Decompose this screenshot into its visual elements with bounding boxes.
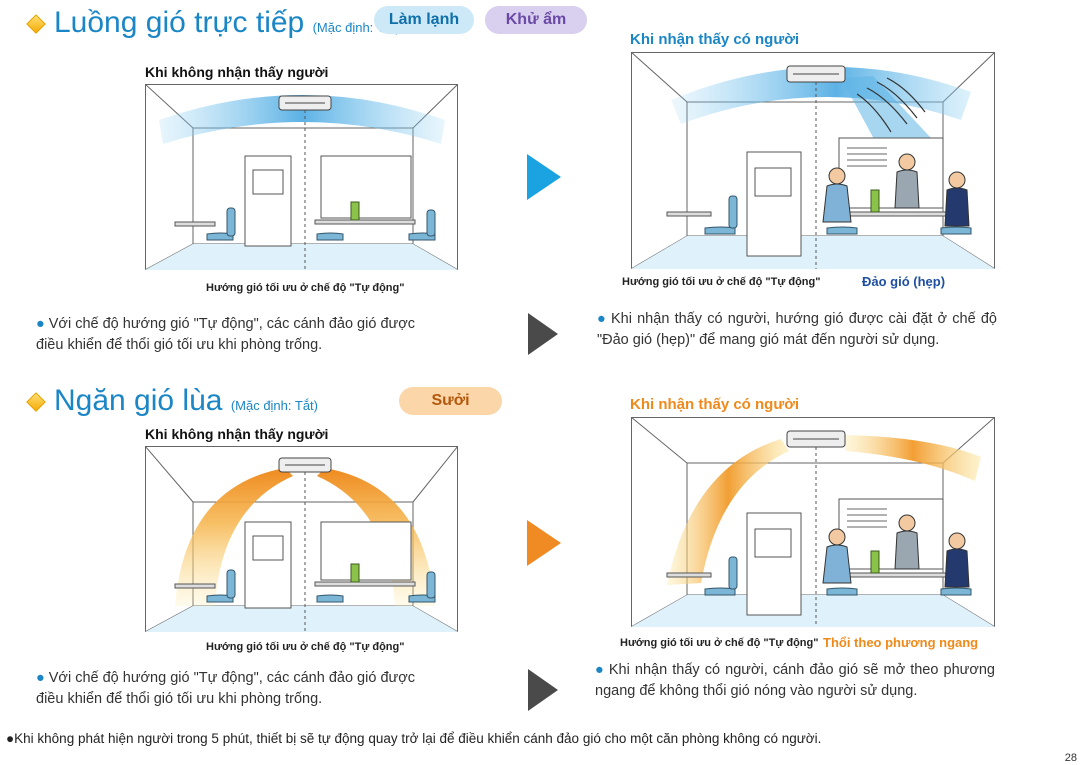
diamond-bullet-icon bbox=[26, 392, 46, 412]
arrow-right-icon bbox=[528, 313, 558, 355]
section2-right-mode-label: Thổi theo phương ngang bbox=[823, 635, 979, 650]
section2-right-desc-text: Khi nhận thấy có người, cánh đảo gió sẽ … bbox=[595, 662, 995, 699]
room-illustration-warm-occupied bbox=[631, 417, 995, 627]
arrow-right-icon bbox=[528, 669, 558, 711]
diamond-bullet-icon bbox=[26, 14, 46, 34]
section2-title: Ngăn gió lùa (Mặc định: Tắt) bbox=[54, 384, 318, 418]
badge-cooling: Làm lạnh bbox=[374, 6, 474, 34]
section2-left-heading: Khi không nhận thấy người bbox=[145, 426, 329, 442]
section1-right-caption: Hướng gió tối ưu ở chế độ "Tự động" bbox=[622, 276, 821, 288]
badge-dehumidify: Khử ẩm bbox=[485, 6, 587, 34]
footer-note: ●Khi không phát hiện người trong 5 phút,… bbox=[6, 731, 821, 746]
section1-title-text: Luồng gió trực tiếp bbox=[54, 6, 305, 39]
section2-left-caption: Hướng gió tối ưu ở chế độ "Tự động" bbox=[206, 641, 405, 653]
section2-right-description: ●Khi nhận thấy có người, cánh đảo gió sẽ… bbox=[595, 660, 995, 702]
room-illustration-warm-empty bbox=[145, 446, 458, 632]
bullet-dot-icon: ● bbox=[36, 670, 45, 686]
section1-left-caption: Hướng gió tối ưu ở chế độ "Tự động" bbox=[206, 282, 405, 294]
section2-subtitle: (Mặc định: Tắt) bbox=[230, 398, 318, 413]
bullet-dot-icon: ● bbox=[6, 731, 15, 746]
section1-right-desc-text: Khi nhận thấy có người, hướng gió được c… bbox=[597, 311, 997, 348]
bullet-dot-icon: ● bbox=[36, 316, 45, 332]
arrow-right-icon bbox=[527, 520, 561, 566]
arrow-right-icon bbox=[527, 154, 561, 200]
section1-left-desc-text: Với chế độ hướng gió "Tự động", các cánh… bbox=[36, 316, 415, 353]
section1-right-mode-label: Đảo gió (hẹp) bbox=[862, 274, 946, 289]
section2-left-desc-text: Với chế độ hướng gió "Tự động", các cánh… bbox=[36, 670, 415, 707]
bullet-dot-icon: ● bbox=[597, 311, 607, 327]
footer-note-text: Khi không phát hiện người trong 5 phút, … bbox=[14, 731, 822, 746]
bullet-dot-icon: ● bbox=[595, 662, 605, 678]
section2-right-heading: Khi nhận thấy có người bbox=[630, 396, 800, 413]
section1-left-description: ●Với chế độ hướng gió "Tự động", các cán… bbox=[36, 314, 436, 356]
section1-right-heading: Khi nhận thấy có người bbox=[630, 31, 800, 48]
room-illustration-cool-empty bbox=[145, 84, 458, 270]
section2-right-caption: Hướng gió tối ưu ở chế độ "Tự động" bbox=[620, 637, 819, 649]
section2-left-description: ●Với chế độ hướng gió "Tự động", các cán… bbox=[36, 668, 436, 710]
section1-left-heading: Khi không nhận thấy người bbox=[145, 64, 329, 80]
page-number: 28 bbox=[1064, 752, 1077, 764]
room-illustration-cool-occupied bbox=[631, 52, 995, 269]
section1-right-description: ●Khi nhận thấy có người, hướng gió được … bbox=[597, 309, 997, 351]
section1-title: Luồng gió trực tiếp (Mặc định: Tắt) bbox=[54, 6, 400, 40]
section2-title-text: Ngăn gió lùa bbox=[54, 384, 223, 417]
badge-heating: Sưởi bbox=[399, 387, 502, 415]
